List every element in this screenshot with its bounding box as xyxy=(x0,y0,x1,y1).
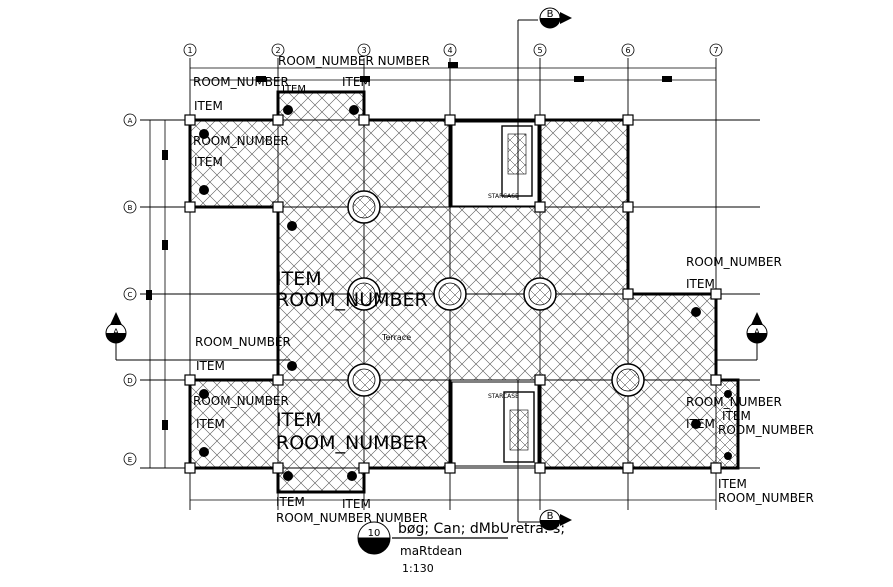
grid-bubbles-columns: 1 2 3 4 5 6 7 xyxy=(183,43,723,57)
room-label-top-item: ITEM xyxy=(282,84,306,95)
room-label-top-left-item: ITEM xyxy=(194,99,223,113)
room-label-e-right-item: ITEM xyxy=(722,409,751,423)
section-marker-bottom: B xyxy=(517,380,572,531)
grid-label-row-a: A xyxy=(128,117,133,125)
grid-label-row-d: D xyxy=(127,377,132,385)
grid-label-row-b: B xyxy=(128,204,133,212)
room-label-d-rn: ROOM_NUMBER xyxy=(195,335,291,349)
columns xyxy=(184,114,722,474)
title-line-1: bøg; Can; dMbUretra: s; xyxy=(398,521,565,537)
room-label-top-left-item2: ITEM xyxy=(342,75,371,89)
grid-label-col-4: 4 xyxy=(447,46,452,55)
room-label-bottom-item2: ITEM xyxy=(342,497,371,511)
section-marker-top: B xyxy=(517,7,572,200)
staircase-label-top: STARCASE xyxy=(488,193,519,200)
room-label-a-item: ITEM xyxy=(194,155,223,169)
plant-symbols xyxy=(199,105,732,481)
staircase-label-bottom: STARCASE xyxy=(488,393,519,400)
grid-label-col-1: 1 xyxy=(187,46,192,55)
room-label-right-rn: ROOM_NUMBER xyxy=(686,255,782,269)
section-label-right: A xyxy=(754,328,761,338)
title-number: 10 xyxy=(368,528,381,539)
room-label-bottom-double: ROOM_NUMBER NUMBER xyxy=(276,511,428,525)
space-labels: STARCASE STARCASE Terrace xyxy=(381,193,519,400)
room-label-e-rn: ROOM_NUMBER xyxy=(193,394,289,408)
room-label-a-rn: ROOM_NUMBER xyxy=(193,134,289,148)
round-columns xyxy=(347,190,645,397)
room-label-big-rn: ROOM_NUMBER xyxy=(276,289,428,311)
grid-bubbles-rows: A B C D E xyxy=(123,113,137,466)
grid-label-row-e: E xyxy=(128,456,132,464)
grid-label-col-3: 3 xyxy=(361,46,366,55)
grid-label-col-5: 5 xyxy=(537,46,542,55)
title-block: 10 bøg; Can; dMbUretra: s; maRtdean 1:13… xyxy=(357,521,565,575)
section-marker-left: A xyxy=(105,312,290,361)
room-label-d-item: ITEM xyxy=(196,359,225,373)
room-label-e-right-rn2: ROOM_NUMBER xyxy=(718,423,814,437)
room-label-right-item: ITEM xyxy=(686,277,715,291)
floor-slab xyxy=(190,92,738,492)
section-label-bottom: B xyxy=(547,511,554,522)
room-label-top-left-rn: ROOM_NUMBER xyxy=(193,75,289,89)
grid-label-col-7: 7 xyxy=(713,46,718,55)
grid-label-row-c: C xyxy=(128,291,133,299)
dimension-ticks xyxy=(146,62,672,430)
room-label-top-double: ROOM_NUMBER NUMBER xyxy=(278,54,430,68)
room-label-bottom-item: ITEM xyxy=(276,495,305,509)
title-line-2: maRtdean xyxy=(400,544,462,558)
grid-label-col-2: 2 xyxy=(275,46,280,55)
section-label-top: B xyxy=(547,9,554,20)
room-label-br-rn: ROOM_NUMBER xyxy=(718,491,814,505)
room-labels: ROOM_NUMBER NUMBER ITEM ROOM_NUMBER ITEM… xyxy=(193,54,814,525)
room-label-br-item: ITEM xyxy=(718,477,747,491)
room-label-big2-item: ITEM xyxy=(276,409,322,431)
room-label-e-item: ITEM xyxy=(196,417,225,431)
room-label-big-item: ITEM xyxy=(276,268,322,290)
room-label-big2-rn: ROOM_NUMBER xyxy=(276,432,428,454)
title-scale: 1:130 xyxy=(402,562,434,575)
room-label-e-right-rn: ROOM_NUMBER xyxy=(686,395,782,409)
staircase-top xyxy=(451,121,539,207)
section-label-left: A xyxy=(113,328,120,338)
staircase-bottom xyxy=(451,381,539,467)
section-marker-right: A xyxy=(716,312,768,361)
grid-label-col-6: 6 xyxy=(625,46,630,55)
room-label-e-right-item2: ITEM xyxy=(686,417,715,431)
terrace-label: Terrace xyxy=(381,333,411,342)
